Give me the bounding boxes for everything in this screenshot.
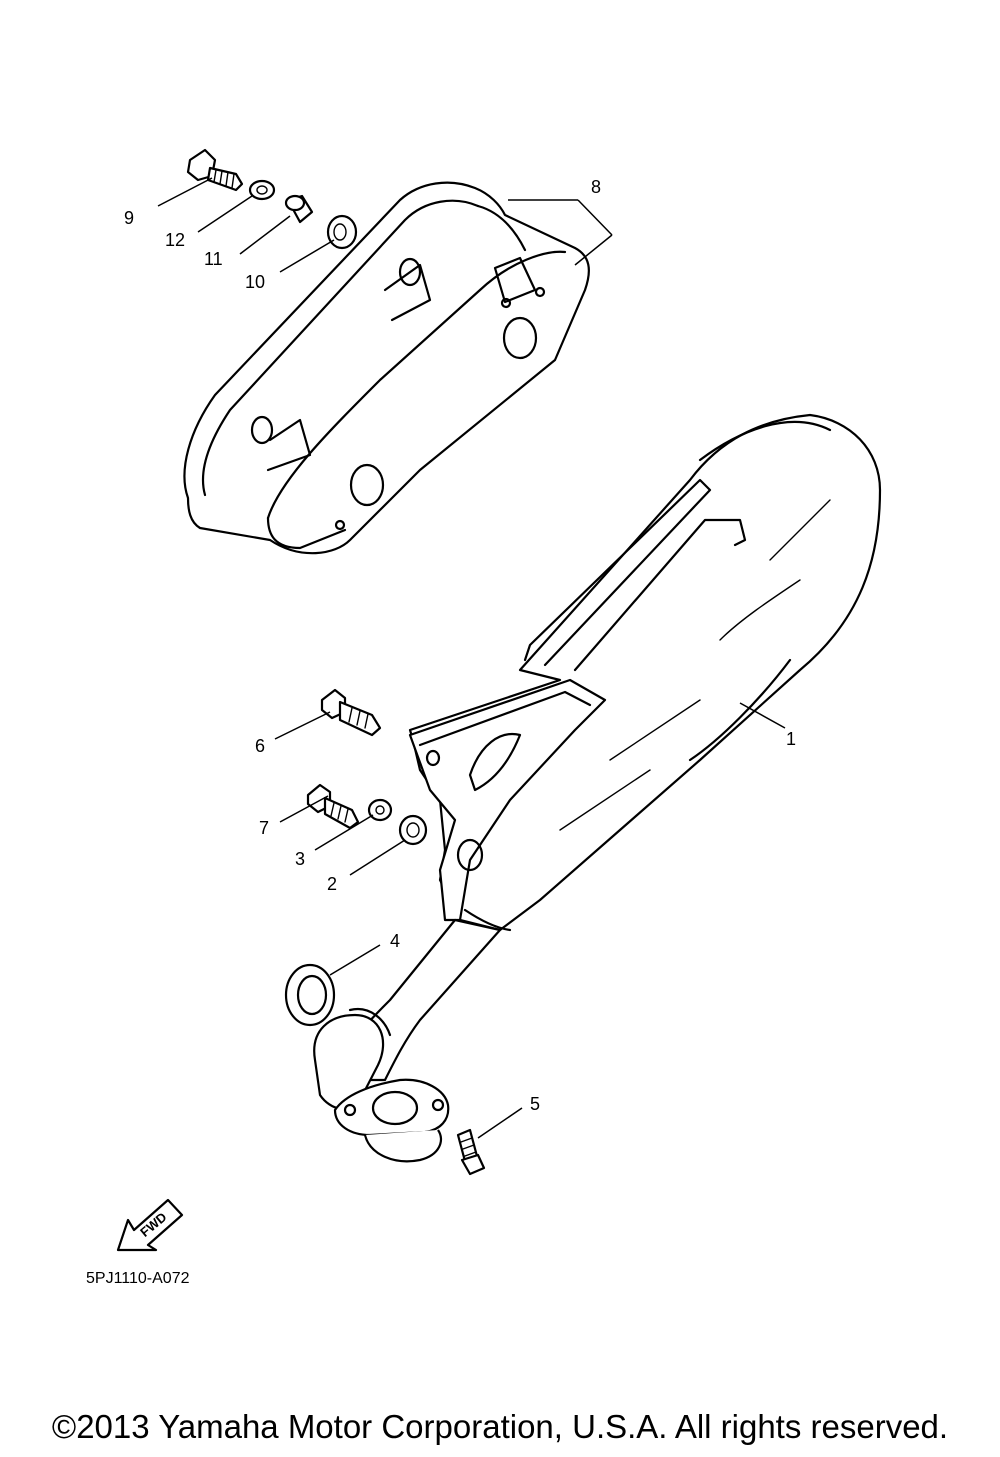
- part-2-grommet: [398, 814, 428, 846]
- callout-3: 3: [295, 849, 305, 869]
- part-10-grommet: [326, 214, 358, 250]
- diagram-code: 5PJ1110-A072: [86, 1270, 190, 1287]
- callout-4: 4: [390, 931, 400, 951]
- part-8-protector: [183, 181, 590, 555]
- callout-2: 2: [327, 874, 337, 894]
- part-3-washer: [367, 798, 393, 822]
- copyright-notice: ©2013 Yamaha Motor Corporation, U.S.A. A…: [51, 1408, 949, 1445]
- callout-5: 5: [530, 1094, 540, 1114]
- part-11-collar: [284, 194, 314, 224]
- callout-11: 11: [204, 249, 223, 269]
- fwd-arrow-icon: FWD: [116, 1198, 184, 1252]
- part-12-washer: [248, 179, 276, 201]
- callout-9: 9: [124, 208, 134, 228]
- callout-8: 8: [591, 177, 601, 197]
- callout-10: 10: [245, 272, 265, 292]
- part-7-bolt: [306, 783, 360, 830]
- part-6-bolt: [320, 688, 382, 737]
- part-4-gasket: [284, 963, 336, 1027]
- callout-12: 12: [165, 230, 185, 250]
- part-5-stud-bolt: [456, 1128, 486, 1176]
- callout-labels: 1 2 3 4 5 6 7 8 9 10 11 12: [124, 177, 796, 1114]
- callout-7: 7: [259, 818, 269, 838]
- callout-6: 6: [255, 736, 265, 756]
- leader-lines: [157, 177, 786, 1139]
- part-1-muffler: [313, 413, 882, 1163]
- callout-1: 1: [786, 729, 796, 749]
- part-9-bolt: [186, 148, 244, 192]
